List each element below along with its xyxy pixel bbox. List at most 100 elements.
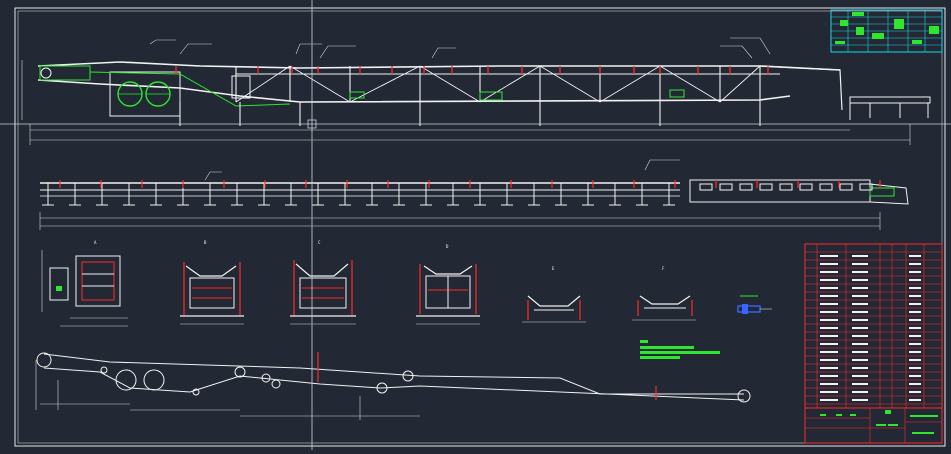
table-cell-mark — [852, 311, 868, 313]
table-cell-mark — [820, 327, 838, 329]
table-cell-mark — [909, 359, 921, 361]
section-e-detail — [522, 295, 586, 323]
table-cell-mark — [852, 255, 868, 257]
table-cell-mark — [909, 327, 921, 329]
conveyor-plan-view — [39, 159, 909, 230]
table-cell-mark — [909, 351, 921, 353]
table-cell-mark — [852, 319, 868, 321]
section-marker-f: F — [662, 266, 665, 271]
table-cell-mark — [852, 327, 868, 329]
table-cell-mark — [909, 271, 921, 273]
table-cell-mark — [852, 335, 868, 337]
truss-diagonal — [599, 65, 661, 103]
section-b-detail — [180, 262, 244, 325]
table-cell-mark — [909, 343, 921, 345]
truss-diagonal — [479, 65, 541, 103]
table-cell-mark — [820, 263, 838, 265]
table-cell-mark — [852, 343, 868, 345]
table-cell-mark — [852, 375, 868, 377]
table-cell-mark — [909, 255, 921, 257]
table-cell-mark — [909, 375, 921, 377]
table-cell-mark — [909, 319, 921, 321]
table-cell-mark — [909, 311, 921, 313]
plan-idler — [859, 183, 873, 191]
plan-idler — [739, 183, 753, 191]
plan-idler — [779, 183, 793, 191]
table-cell-mark — [909, 391, 921, 393]
belt-routing-diagram — [35, 352, 751, 420]
table-cell-mark — [909, 263, 921, 265]
plan-idler — [719, 183, 733, 191]
section-marker-c: C — [318, 240, 321, 245]
plan-idler — [799, 183, 813, 191]
table-cell-mark — [909, 295, 921, 297]
table-cell-mark — [852, 287, 868, 289]
section-marker-d: D — [446, 244, 449, 249]
blue-fastener-detail — [737, 295, 772, 314]
table-cell-mark — [820, 383, 838, 385]
plan-idler — [819, 183, 833, 191]
table-cell-mark — [909, 303, 921, 305]
table-cell-mark — [852, 271, 868, 273]
idler-section-details: A B C D E F — [41, 240, 772, 327]
table-cell-mark — [820, 335, 838, 337]
table-cell-mark — [820, 399, 838, 401]
table-cell-mark — [852, 359, 868, 361]
truss-diagonal — [419, 65, 481, 103]
truss-diagonal — [235, 65, 291, 103]
table-cell-mark — [820, 359, 838, 361]
table-cell-mark — [909, 399, 921, 401]
table-cell-mark — [820, 295, 838, 297]
table-cell-mark — [820, 391, 838, 393]
truss-diagonal — [349, 65, 421, 103]
table-cell-mark — [820, 375, 838, 377]
table-cell-mark — [820, 287, 838, 289]
table-cell-mark — [852, 399, 868, 401]
plan-idler — [699, 183, 713, 191]
section-a-detail — [41, 250, 128, 327]
table-cell-mark — [820, 255, 838, 257]
section-c-detail — [290, 260, 356, 325]
table-cell-mark — [820, 279, 838, 281]
truss-diagonal — [539, 65, 601, 103]
table-cell-mark — [852, 367, 868, 369]
drawing-inner-border — [17, 10, 943, 444]
table-cell-mark — [852, 391, 868, 393]
truss-diagonal — [719, 65, 761, 103]
conveyor-side-elevation — [21, 37, 931, 145]
table-cell-mark — [852, 295, 868, 297]
table-cell-mark — [852, 383, 868, 385]
technical-notes — [640, 340, 720, 359]
section-marker-e: E — [552, 266, 555, 271]
table-cell-mark — [852, 263, 868, 265]
table-cell-mark — [852, 303, 868, 305]
table-cell-mark — [909, 335, 921, 337]
green-legend-icon — [640, 340, 648, 343]
table-cell-mark — [909, 367, 921, 369]
plan-idler — [839, 183, 853, 191]
table-cell-mark — [820, 311, 838, 313]
parts-list-table — [804, 243, 943, 409]
section-f-detail — [632, 295, 696, 321]
table-cell-mark — [852, 351, 868, 353]
table-cell-mark — [820, 271, 838, 273]
table-cell-mark — [820, 319, 838, 321]
section-marker-a: A — [94, 240, 97, 245]
table-cell-mark — [852, 279, 868, 281]
table-cell-mark — [909, 383, 921, 385]
table-cell-mark — [820, 303, 838, 305]
table-cell-mark — [820, 343, 838, 345]
table-cell-mark — [909, 287, 921, 289]
top-title-block — [830, 9, 943, 53]
section-d-detail — [416, 264, 480, 325]
bottom-title-block — [804, 407, 943, 444]
section-marker-b: B — [204, 240, 207, 245]
plan-idler — [759, 183, 773, 191]
drawing-border — [14, 7, 946, 447]
table-cell-mark — [820, 367, 838, 369]
table-cell-mark — [909, 279, 921, 281]
